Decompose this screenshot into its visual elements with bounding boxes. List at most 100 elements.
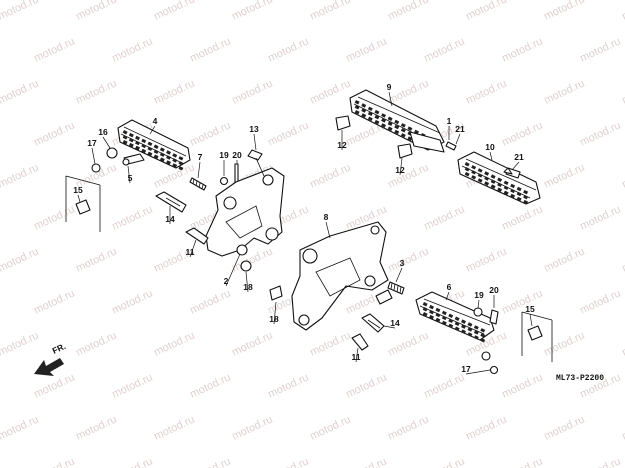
peg-rubber-stud [503, 180, 509, 186]
watermark-text: motod.ru [152, 329, 196, 358]
peg-rubber-stud [159, 157, 165, 162]
callout-number: 20 [232, 150, 242, 160]
watermark-text: motod.ru [386, 0, 430, 23]
peg-rubber-stud [461, 319, 466, 324]
callout-leader-line [511, 161, 520, 171]
callout-leader-line [455, 133, 461, 145]
callout-number: 17 [461, 364, 471, 374]
diagram-code: ML73-P2200 [556, 374, 604, 383]
watermark-text: motod.ru [230, 0, 274, 23]
watermark-text: motod.ru [0, 413, 41, 442]
watermark-text: motod.ru [542, 77, 586, 106]
peg-rubber-stud [490, 179, 496, 184]
peg-rubber-stud [480, 328, 486, 333]
callout-leader-line [91, 147, 96, 165]
watermark-text: motod.ru [620, 413, 625, 442]
peg-rubber-stud [510, 183, 516, 189]
watermark-text: motod.ru [32, 287, 76, 316]
peg-rubber-stud [135, 140, 140, 146]
watermark-text: motod.ru [308, 329, 352, 358]
watermark-text: motod.ru [578, 455, 622, 468]
watermark-text: motod.ru [344, 371, 388, 400]
watermark-text: motod.ru [308, 161, 352, 190]
peg-rubber-stud [490, 184, 496, 189]
watermark-text: motod.ru [344, 455, 388, 468]
watermark-text: motod.ru [0, 77, 41, 106]
peg-rubber-stud [159, 152, 165, 157]
peg-rubber-stud [454, 321, 460, 326]
peg-rubber-stud [503, 190, 509, 196]
peg-rubber-stud [497, 187, 503, 192]
watermark-text: motod.ru [308, 413, 352, 442]
callout-number: 2 [224, 276, 229, 286]
peg-rubber-stud [429, 314, 434, 320]
watermark-text: motod.ru [500, 203, 544, 232]
peg-rubber-stud [361, 108, 367, 113]
callout-number: 4 [153, 116, 158, 126]
callout-leader-line [489, 151, 493, 161]
peg-rubber-stud [461, 324, 466, 329]
peg-rubber-stud [135, 145, 140, 151]
peg-rubber-stud [441, 315, 447, 321]
peg-rubber-stud [159, 147, 165, 152]
peg-rubber-stud [422, 307, 428, 312]
peg-rubber-stud [367, 106, 373, 112]
callout-leader-line [529, 313, 533, 327]
peg-rubber-stud [361, 113, 367, 118]
bolt-13 [247, 149, 265, 177]
callout-number: 15 [525, 304, 535, 314]
watermark-text: motod.ru [578, 287, 622, 316]
callout-leader-line [465, 369, 491, 375]
watermark-text: motod.ru [32, 371, 76, 400]
watermark-text: motod.ru [386, 161, 430, 190]
watermark-text: motod.ru [464, 77, 508, 106]
peg-rubber-stud [473, 325, 479, 330]
callout-leader-line [245, 271, 249, 293]
watermark-text: motod.ru [266, 455, 310, 468]
watermark-text: motod.ru [188, 119, 232, 148]
right-bracket [291, 221, 389, 331]
peg-rubber-stud [394, 124, 400, 130]
peg-rubber-stud [128, 142, 134, 148]
peg-rubber-stud [510, 193, 516, 199]
left-footpeg [91, 119, 191, 173]
callout-leader-line [383, 325, 396, 329]
callout-number: 13 [249, 124, 259, 134]
peg-rubber-stud [477, 173, 483, 178]
peg-rubber-stud [147, 146, 153, 152]
peg-rubber-stud [523, 189, 529, 195]
peg-rubber-stud [122, 135, 128, 140]
peg-rubber-stud [516, 196, 522, 202]
callout-number: 19 [474, 290, 484, 300]
left-spring-assembly [189, 163, 239, 191]
watermark-text: motod.ru [464, 245, 508, 274]
watermark-text: motod.ru [578, 119, 622, 148]
watermark-text: motod.ru [500, 371, 544, 400]
peg-rubber-stud [448, 313, 454, 319]
peg-rubber-stud [387, 121, 393, 126]
watermark-text: motod.ru [422, 35, 466, 64]
watermark-text: motod.ru [74, 245, 118, 274]
callout-leader-line [77, 194, 81, 203]
peg-rubber-stud [374, 114, 380, 120]
peg-rubber-stud [400, 123, 406, 128]
peg-rubber-stud [471, 175, 477, 180]
peg-rubber-stud [387, 116, 393, 121]
peg-rubber-stud [464, 171, 470, 177]
callout-number: 8 [324, 212, 329, 222]
peg-rubber-stud [454, 316, 460, 321]
callout-number: 11 [186, 247, 195, 257]
peg-rubber-stud [122, 130, 128, 135]
peg-rubber-stud [480, 338, 486, 343]
callout-number: 12 [337, 140, 347, 150]
direction-label: FR. [51, 341, 68, 356]
callout-number: 6 [447, 282, 452, 292]
callout-leader-line [102, 136, 111, 149]
peg-rubber-stud [435, 307, 441, 313]
watermark-text: motod.ru [0, 329, 41, 358]
watermark-text: motod.ru [542, 413, 586, 442]
peg-rubber-stud [387, 126, 393, 131]
watermark-text: motod.ru [542, 161, 586, 190]
callout-number: 10 [485, 142, 495, 152]
